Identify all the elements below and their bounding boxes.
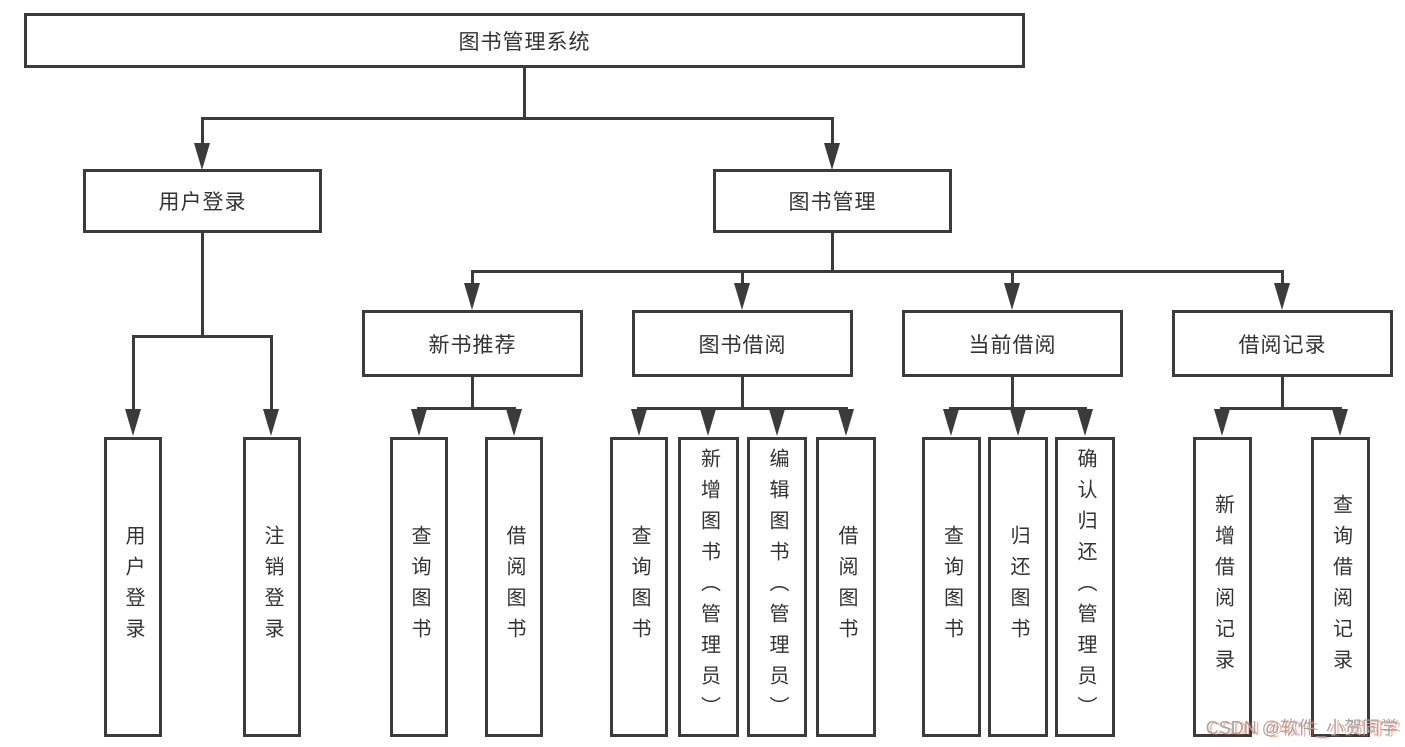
connector-book-mgmt-stem: [831, 233, 834, 270]
node-root: 图书管理系统: [24, 13, 1025, 68]
leaf-confirm-return-admin: 确认归还（管理员）: [1055, 437, 1115, 737]
connector-user-login-drop: [201, 117, 204, 145]
connector-drop: [270, 335, 273, 410]
arrow-down-icon: [700, 409, 716, 436]
arrow-down-icon: [1004, 283, 1020, 310]
node-user-login: 用户登录: [83, 169, 322, 233]
arrow-down-icon: [943, 409, 959, 436]
node-book-management: 图书管理: [713, 169, 952, 233]
leaf-return-books: 归还图书: [988, 437, 1048, 737]
connector-stem: [741, 377, 744, 407]
arrow-down-icon: [125, 409, 141, 436]
connector-drop: [1011, 270, 1014, 284]
arrow-down-icon: [464, 283, 480, 310]
arrow-down-icon: [824, 143, 840, 170]
arrow-down-icon: [631, 409, 647, 436]
arrow-down-icon: [734, 283, 750, 310]
connector-level3-bar: [471, 270, 1284, 273]
arrow-down-icon: [1077, 409, 1093, 436]
leaf-add-borrow-record: 新增借阅记录: [1193, 437, 1252, 737]
arrow-down-icon: [506, 409, 522, 436]
connector-bar: [1220, 407, 1342, 410]
arrow-down-icon: [194, 143, 210, 170]
leaf-query-books: 查询图书: [610, 437, 668, 737]
arrow-down-icon: [769, 409, 785, 436]
leaf-query-books: 查询图书: [922, 437, 981, 737]
connector-user-login-stem: [201, 233, 204, 335]
leaf-borrow-books: 借阅图书: [816, 437, 876, 737]
arrow-down-icon: [838, 409, 854, 436]
arrow-down-icon: [263, 409, 279, 436]
connector-drop: [1281, 270, 1284, 284]
connector-stem: [471, 377, 474, 407]
connector-stem: [1011, 377, 1014, 407]
connector-drop: [132, 335, 135, 410]
node-book-borrow: 图书借阅: [632, 310, 853, 377]
connector-drop: [741, 270, 744, 284]
arrow-down-icon: [1214, 409, 1230, 436]
arrow-down-icon: [1332, 409, 1348, 436]
connector-bar: [637, 407, 848, 410]
connector-bar: [949, 407, 1087, 410]
node-current-borrow: 当前借阅: [902, 310, 1123, 377]
connector-drop: [471, 270, 474, 284]
arrow-down-icon: [1274, 283, 1290, 310]
connector-stem: [1281, 377, 1284, 407]
connector-bar: [417, 407, 516, 410]
leaf-user-login: 用户登录: [104, 437, 162, 737]
node-new-book-recommend: 新书推荐: [362, 310, 583, 377]
leaf-query-borrow-record: 查询借阅记录: [1311, 437, 1370, 737]
leaf-query-books: 查询图书: [390, 437, 448, 737]
connector-root-stem: [523, 68, 526, 117]
connector-level2-bar: [201, 117, 833, 120]
node-borrow-records: 借阅记录: [1172, 310, 1393, 377]
leaf-borrow-books: 借阅图书: [485, 437, 543, 737]
csdn-watermark: CSDN @软件_小贺同学: [1205, 718, 1398, 738]
arrow-down-icon: [411, 409, 427, 436]
arrow-down-icon: [1010, 409, 1026, 436]
leaf-add-book-admin: 新增图书（管理员）: [678, 437, 739, 737]
connector-book-mgmt-drop: [831, 117, 834, 145]
leaf-edit-book-admin: 编辑图书（管理员）: [747, 437, 807, 737]
leaf-logout: 注销登录: [243, 437, 301, 737]
connector-user-login-bar: [132, 335, 273, 338]
